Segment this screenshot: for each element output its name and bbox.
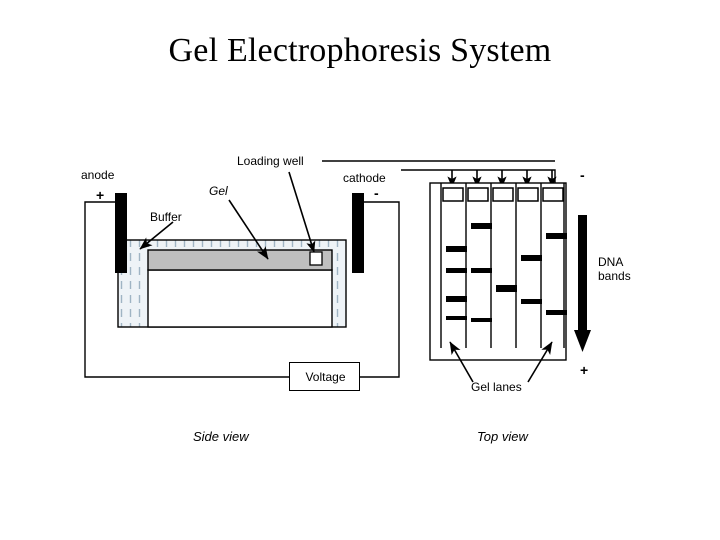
dna-band: [446, 316, 467, 320]
top-well-4: [517, 187, 539, 202]
gel-lanes-leader-left: [449, 341, 474, 383]
label-top-negative: -: [580, 167, 585, 183]
dna-band: [471, 268, 492, 273]
gel-lanes-leaders: [449, 341, 553, 383]
label-anode-sign: +: [96, 187, 105, 203]
label-cathode: cathode: [343, 171, 386, 185]
top-well-1: [442, 187, 464, 202]
top-well-2: [467, 187, 489, 202]
dna-band: [446, 246, 467, 252]
migration-arrow: [574, 215, 591, 352]
label-loading-well: Loading well: [237, 154, 304, 168]
dna-band: [521, 299, 542, 304]
buffer-leader: [139, 221, 174, 250]
caption-side-view: Side view: [193, 429, 249, 444]
gel-lanes-leader-right: [527, 341, 553, 383]
caption-top-view: Top view: [477, 429, 528, 444]
dna-band-group: [446, 223, 567, 322]
side-view-tank: [117, 239, 347, 328]
dna-band: [546, 233, 567, 239]
label-buffer: Buffer: [150, 210, 182, 224]
label-cathode-sign: -: [374, 185, 379, 201]
label-top-positive: +: [580, 362, 589, 378]
dna-band: [496, 285, 517, 292]
dna-band: [521, 255, 542, 261]
anode-wire: [84, 201, 289, 378]
dna-band: [471, 318, 492, 322]
page-title: Gel Electrophoresis System: [168, 32, 552, 69]
top-well-3: [492, 187, 514, 202]
anode-electrode: [115, 193, 127, 273]
side-view-electrodes: [115, 193, 364, 273]
cathode-wire: [359, 201, 400, 378]
side-view-leaders: [139, 160, 555, 260]
dna-band: [546, 310, 567, 315]
feed-line: [401, 169, 556, 183]
migration-arrow-shaft: [578, 215, 587, 333]
migration-arrow-head: [574, 330, 591, 352]
top-view-gel-plate: [429, 182, 567, 361]
dna-band: [446, 296, 467, 302]
dna-band: [471, 223, 492, 229]
label-gel-lanes: Gel lanes: [471, 380, 522, 394]
loading-well-notch: [309, 251, 323, 266]
label-gel: Gel: [209, 184, 228, 198]
cathode-electrode: [352, 193, 364, 273]
gel-chamber: [147, 269, 333, 328]
voltage-label: Voltage: [305, 370, 346, 384]
side-view-circuit: [84, 201, 400, 378]
dna-band: [446, 268, 467, 273]
label-anode: anode: [81, 168, 115, 182]
gel-leader: [228, 199, 269, 260]
top-well-5: [542, 187, 564, 202]
voltage-box[interactable]: Voltage: [289, 362, 360, 391]
gel-slab: [147, 249, 333, 271]
loading-well-leader: [288, 171, 316, 253]
